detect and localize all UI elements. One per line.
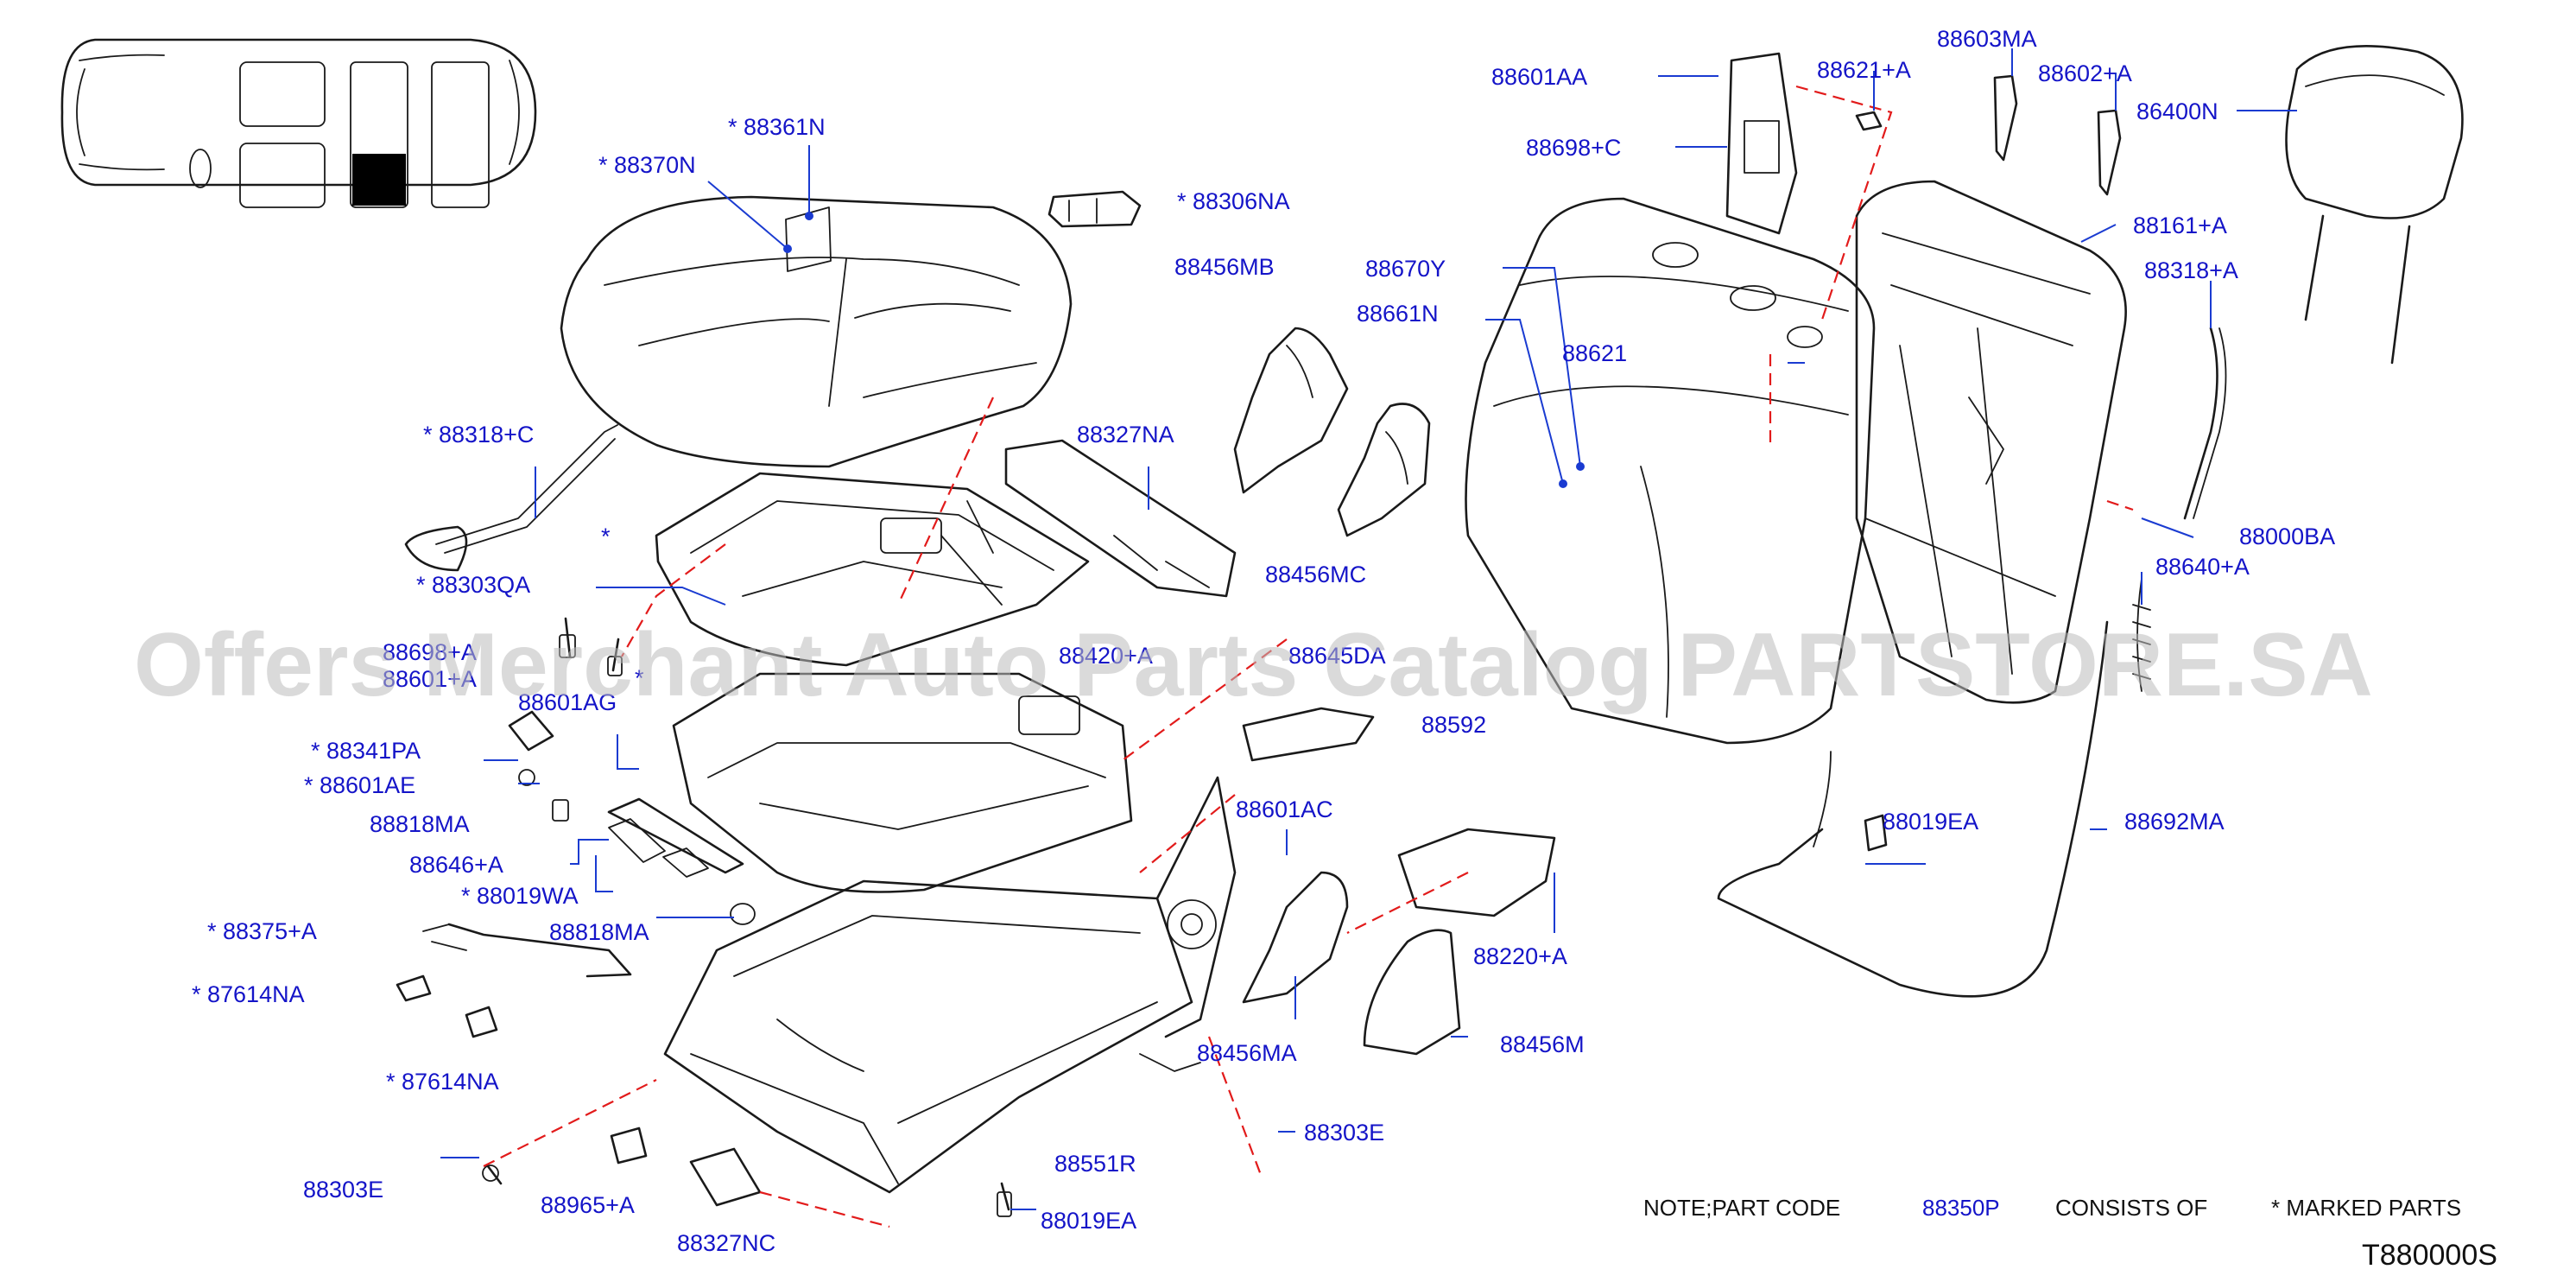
label-88670y: 88670Y xyxy=(1365,256,1446,282)
label-86400n: 86400N xyxy=(2136,98,2218,124)
label-88602a: 88602+A xyxy=(2038,60,2132,86)
label-88019ea-1: 88019EA xyxy=(1041,1208,1136,1234)
note-prefix: NOTE;PART CODE xyxy=(1643,1195,1840,1221)
part-labels: * 88361N * 88370N * 88306NA 88456MB 8867… xyxy=(192,26,2335,1256)
label-88370n: * 88370N xyxy=(598,152,696,178)
label-star-2: * xyxy=(635,665,644,691)
label-88318a: 88318+A xyxy=(2144,257,2238,283)
label-88603ma: 88603MA xyxy=(1937,26,2037,52)
seat-cushion-pad xyxy=(560,195,1073,468)
label-88601ac: 88601AC xyxy=(1236,796,1333,822)
label-88456m: 88456M xyxy=(1500,1031,1585,1057)
label-88621: 88621 xyxy=(1562,340,1627,366)
label-88420a: 88420+A xyxy=(1059,643,1153,669)
label-88818ma-2: 88818MA xyxy=(549,919,649,945)
label-88456mc: 88456MC xyxy=(1265,562,1366,587)
label-88592: 88592 xyxy=(1421,712,1486,738)
label-88019ea-2: 88019EA xyxy=(1883,809,1978,835)
label-88327nc: 88327NC xyxy=(677,1230,775,1256)
label-87614na-1: * 87614NA xyxy=(192,981,305,1007)
label-88019wa: * 88019WA xyxy=(461,883,579,909)
seatback-frame xyxy=(1855,180,2127,704)
watermark: Offers Merchant Auto Parts Catalog PARTS… xyxy=(134,615,2373,715)
seatback-pad xyxy=(1465,197,1876,745)
label-87614na-2: * 87614NA xyxy=(386,1069,499,1095)
dashed-guides xyxy=(483,85,2134,1228)
label-88456mb: 88456MB xyxy=(1174,254,1275,280)
label-88456ma: 88456MA xyxy=(1197,1040,1297,1066)
label-88306na: * 88306NA xyxy=(1177,188,1290,214)
label-88161a: 88161+A xyxy=(2133,213,2227,238)
headrest-and-guides xyxy=(1725,45,2464,520)
label-88601a: 88601+A xyxy=(383,666,477,692)
parts-note: NOTE;PART CODE 88350P CONSISTS OF * MARK… xyxy=(1643,1195,2461,1221)
label-88375a: * 88375+A xyxy=(207,918,317,944)
label-88318c: * 88318+C xyxy=(423,422,534,447)
label-88601ag: 88601AG xyxy=(518,689,617,715)
label-88000ba: 88000BA xyxy=(2239,524,2335,549)
diagram-code: T880000S xyxy=(2362,1239,2497,1272)
label-star-1: * xyxy=(601,524,611,549)
note-suffix: * MARKED PARTS xyxy=(2271,1195,2461,1221)
seat-adjuster-frame xyxy=(663,776,1237,1194)
cables-and-springs xyxy=(1717,578,2151,998)
label-88303e-1: 88303E xyxy=(303,1177,383,1203)
cushion-lower-pad xyxy=(672,672,1133,893)
label-88621a: 88621+A xyxy=(1817,57,1911,83)
label-88361n: * 88361N xyxy=(728,114,826,140)
vehicle-locator-icon xyxy=(60,38,537,208)
label-88646a: 88646+A xyxy=(409,852,503,878)
side-covers xyxy=(1047,190,1556,1056)
label-88645da: 88645DA xyxy=(1288,643,1386,669)
label-88303qa: * 88303QA xyxy=(416,572,530,598)
cushion-frame-pan xyxy=(655,472,1090,667)
label-88692ma: 88692MA xyxy=(2124,809,2225,835)
note-code: 88350P xyxy=(1922,1195,2000,1221)
label-88640a: 88640+A xyxy=(2155,554,2250,580)
note-middle: CONSISTS OF xyxy=(2055,1195,2207,1221)
label-88601ae: * 88601AE xyxy=(304,772,415,798)
label-88327na: 88327NA xyxy=(1077,422,1174,447)
label-88601aa: 88601AA xyxy=(1491,64,1587,90)
label-88965a: 88965+A xyxy=(541,1192,635,1218)
label-88551r: 88551R xyxy=(1054,1151,1136,1177)
small-parts-left xyxy=(396,424,1012,1217)
label-88341pa: * 88341PA xyxy=(311,738,421,764)
label-88698a: 88698+A xyxy=(383,639,477,665)
frame-bracket-88327na xyxy=(1004,439,1237,598)
label-88698c: 88698+C xyxy=(1526,135,1621,161)
label-88303e-2: 88303E xyxy=(1304,1120,1384,1146)
leader-lines xyxy=(440,48,2297,1210)
label-88661n: 88661N xyxy=(1357,301,1439,327)
label-88818ma-1: 88818MA xyxy=(370,811,470,837)
label-88220a: 88220+A xyxy=(1473,943,1567,969)
